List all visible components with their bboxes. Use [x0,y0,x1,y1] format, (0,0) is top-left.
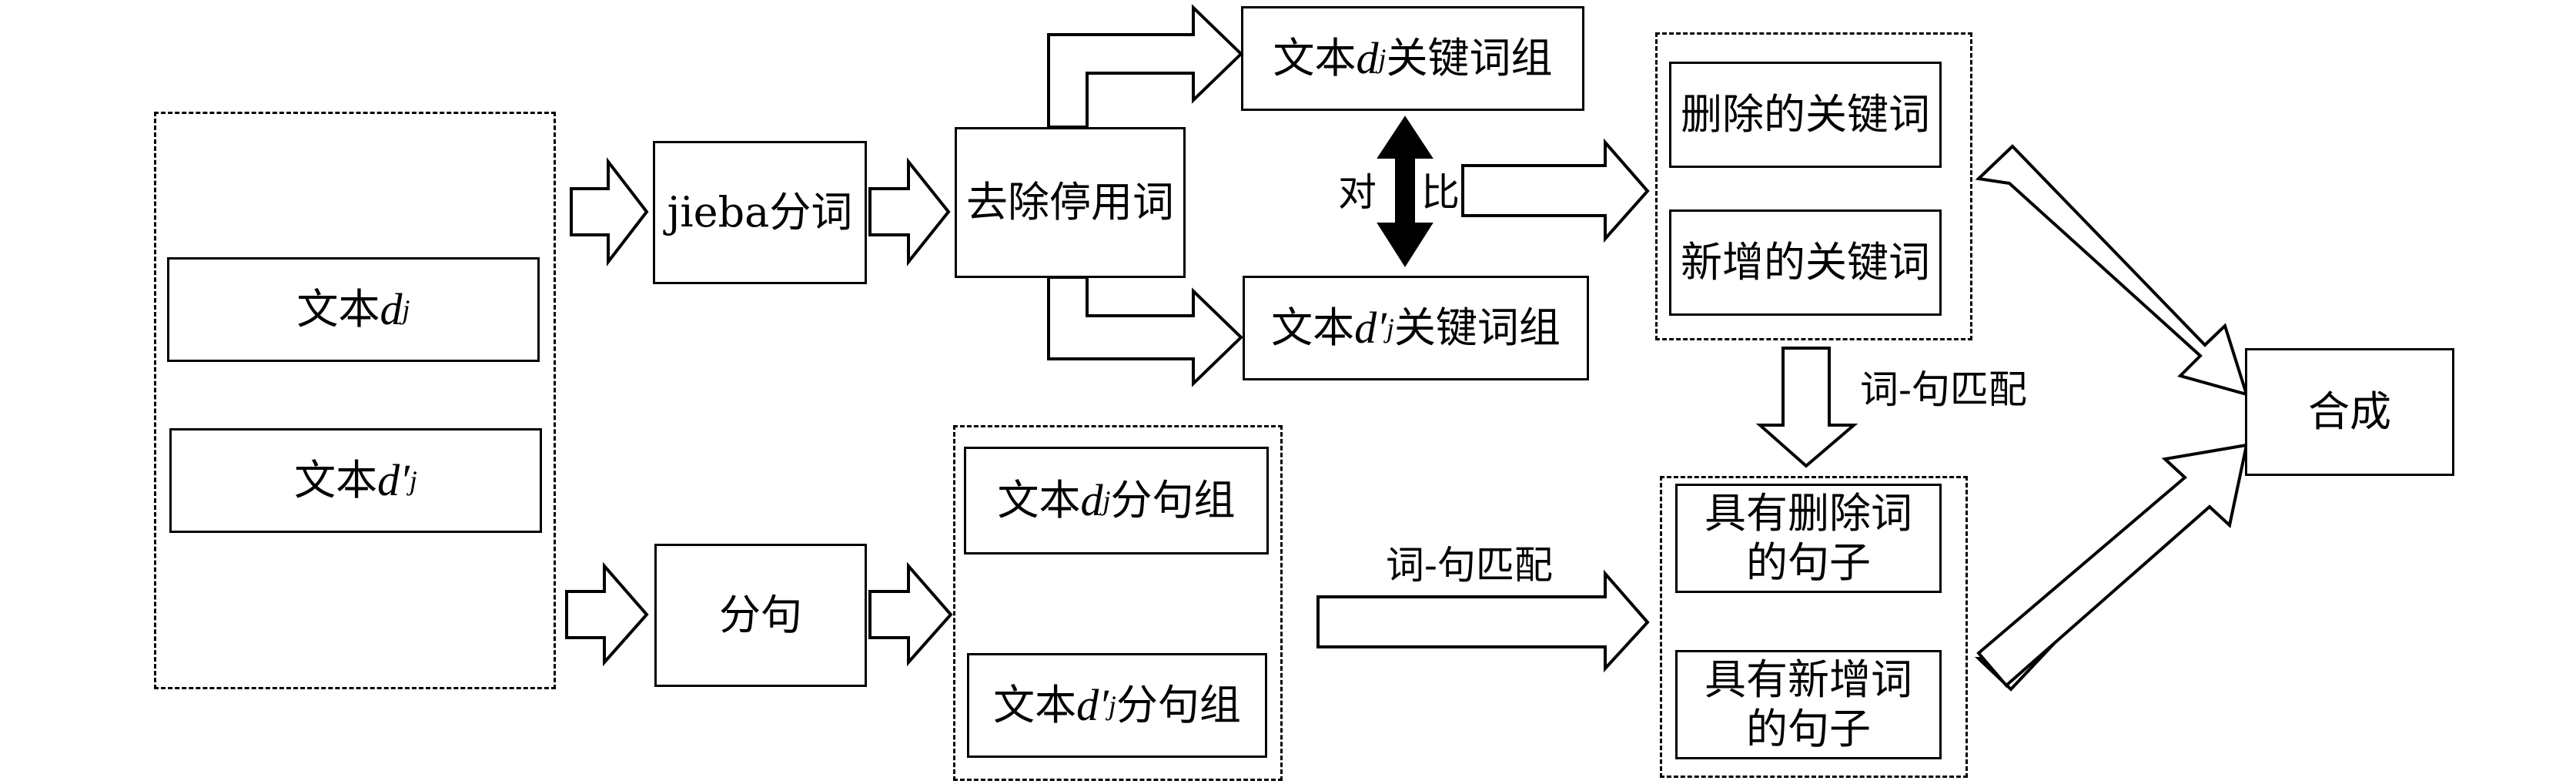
arrow-input-to-jieba [570,157,649,266]
arrow-changes-to-sentences [1755,347,1858,468]
sentences-with-deleted-box: 具有删除词的句子 [1675,484,1942,593]
match-label-mid: 词-句匹配 [1386,543,1553,588]
deleted-keywords-box: 删除的关键词 [1669,62,1942,168]
sentences-dj-suffix: 分句组 [1110,476,1236,524]
doc-dpj-prefix: 文本 [294,456,378,504]
matched-sentences-container [1660,476,1968,778]
arrow-stopword-to-keywords-dpj-elbow [1047,276,1243,387]
stopword-removal-box: 去除停用词 [955,127,1186,278]
sentences-with-deleted-label: 具有删除词的句子 [1705,489,1912,587]
sentences-dpj-suffix: 分句组 [1116,681,1241,729]
keywords-dpj-prime: ′ [1377,303,1387,353]
keywords-dj-sub: j [1378,43,1387,74]
sentence-groups-container [953,425,1283,781]
keywords-dpj-sub: j [1386,313,1394,343]
keywords-dpj-suffix: 关键词组 [1393,303,1561,352]
arrow-sentences-to-merge-body [1976,443,2249,688]
arrow-compare-to-changes [1461,138,1650,243]
split-sentence-box: 分句 [654,544,867,687]
keywords-dj-suffix: 关键词组 [1386,34,1553,82]
compare-label-1: 对 [1338,170,1377,215]
added-keywords-box: 新增的关键词 [1669,209,1942,316]
sentences-with-added-box: 具有新增词的句子 [1675,650,1942,759]
sentences-dj-prefix: 文本 [997,476,1081,524]
jieba-segment-label: jieba分词 [667,188,853,236]
sentences-dj-sub: j [1102,485,1111,516]
doc-dj-sub: j [402,294,410,325]
merge-box: 合成 [2245,348,2454,476]
sentences-dpj-prime: ′ [1099,680,1109,730]
sentences-with-added-label: 具有新增词的句子 [1705,655,1912,753]
doc-dj-var: d [380,284,403,334]
deleted-keywords-label: 删除的关键词 [1681,90,1930,139]
keywords-dpj-var: d [1354,303,1377,353]
doc-dj-prefix: 文本 [296,285,380,333]
doc-dpj-var: d [377,455,400,505]
arrow-sentence-groups-to-matched [1316,569,1650,673]
sentences-dpj-var: d [1076,680,1099,730]
arrow-split-to-sentence-groups [868,561,953,667]
keywords-dpj-prefix: 文本 [1271,303,1355,352]
input-docs-group [154,112,556,689]
arrow-stopword-to-keywords-dj [1047,4,1243,129]
doc-dpj-prime: ′ [400,455,410,505]
sentences-dj-var: d [1080,475,1103,525]
jieba-segment-box: jieba分词 [653,141,867,284]
doc-dpj-sub: j [409,465,417,496]
keywords-dj-var: d [1356,33,1379,83]
match-label-top: 词-句匹配 [1860,367,2027,412]
stopword-removal-label: 去除停用词 [966,178,1174,226]
sentences-dpj-prefix: 文本 [993,681,1077,729]
arrow-input-to-split [565,561,649,667]
keyword-changes-container [1655,32,1972,340]
added-keywords-label: 新增的关键词 [1681,238,1930,286]
compare-label-2: 比 [1421,170,1460,215]
arrow-jieba-to-stopword [868,157,951,266]
arrow-changes-to-merge-diag [1975,144,2250,397]
compare-double-arrow [1377,116,1434,267]
merge-label: 合成 [2308,387,2391,436]
sentences-dpj-sub: j [1108,690,1116,721]
split-sentence-label: 分句 [719,591,802,639]
keywords-dj-prefix: 文本 [1273,34,1357,82]
